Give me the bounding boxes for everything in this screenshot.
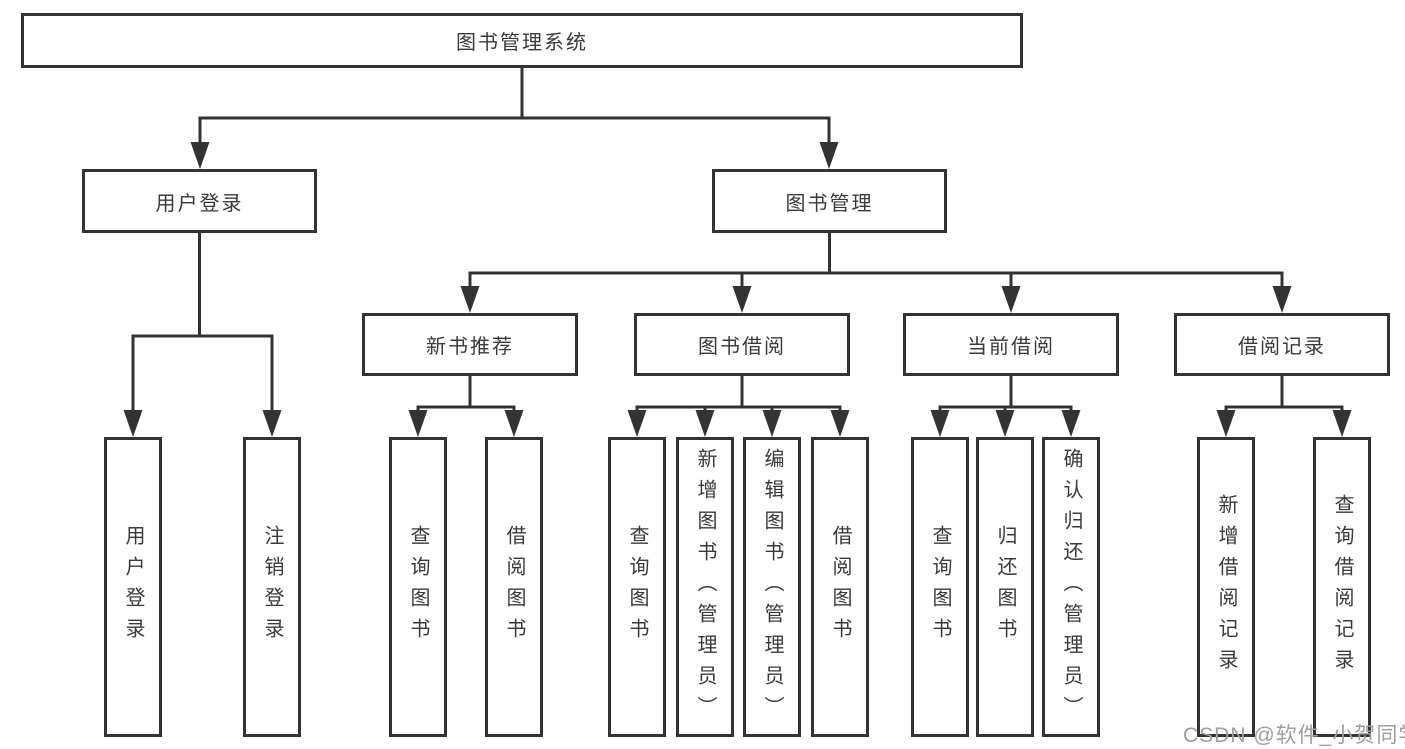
node-label: 当前借阅	[967, 336, 1055, 358]
node-new-book-recommendation: 新书推荐	[362, 313, 578, 376]
node-book-borrowing: 图书借阅	[634, 313, 850, 376]
connector-book-mgmt	[468, 232, 1284, 289]
leaf-borrow-books-newbook: 借阅图书	[485, 437, 543, 737]
node-book-management: 图书管理	[712, 169, 947, 233]
leaf-label: 查询借阅记录	[1331, 494, 1353, 680]
connector-root	[198, 68, 831, 145]
leaf-confirm-return-admin: 确认归还（管理员）	[1042, 437, 1100, 737]
leaf-label: 归还图书	[994, 525, 1016, 649]
leaf-label: 查询图书	[929, 525, 951, 649]
leaf-label: 查询图书	[407, 525, 429, 649]
node-user-login: 用户登录	[82, 169, 317, 233]
leaf-query-books-borrow: 查询图书	[608, 437, 666, 737]
node-label: 用户登录	[155, 192, 244, 215]
leaf-query-borrow-record: 查询借阅记录	[1313, 437, 1371, 737]
node-label: 图书管理	[785, 192, 874, 215]
csdn-watermark: CSDN @软件_小贺同学	[1183, 724, 1405, 747]
leaf-query-books-current: 查询图书	[911, 437, 969, 737]
leaf-label: 借阅图书	[503, 525, 525, 649]
leaf-query-books-newbook: 查询图书	[389, 437, 447, 737]
leaf-label: 新增图书（管理员）	[694, 447, 716, 727]
leaf-user-login: 用户登录	[104, 437, 162, 737]
node-current-borrowing: 当前借阅	[903, 313, 1119, 376]
leaf-logout: 注销登录	[243, 437, 301, 737]
arrowheads	[123, 142, 1352, 437]
node-label: 借阅记录	[1238, 336, 1326, 358]
leaf-borrow-books: 借阅图书	[811, 437, 869, 737]
leaf-label: 用户登录	[122, 525, 144, 649]
leaf-return-books: 归还图书	[976, 437, 1034, 737]
leaf-label: 查询图书	[626, 525, 648, 649]
node-root-system: 图书管理系统	[21, 13, 1023, 68]
connector-borrow-record	[1224, 376, 1344, 413]
leaf-add-books-admin: 新增图书（管理员）	[676, 437, 734, 737]
leaf-label: 新增借阅记录	[1215, 494, 1237, 680]
connector-book-borrow	[635, 376, 842, 413]
leaf-edit-books-admin: 编辑图书（管理员）	[743, 437, 801, 737]
connector-user-login	[131, 233, 274, 413]
leaf-label: 确认归还（管理员）	[1060, 447, 1082, 727]
connector-new-book	[416, 376, 516, 413]
node-borrowing-records: 借阅记录	[1174, 313, 1390, 376]
connector-current-borrow	[938, 376, 1073, 413]
node-label: 新书推荐	[426, 336, 514, 358]
leaf-label: 编辑图书（管理员）	[761, 447, 783, 727]
leaf-label: 借阅图书	[829, 525, 851, 649]
leaf-label: 注销登录	[261, 525, 283, 649]
node-label: 图书借阅	[698, 336, 786, 358]
node-label: 图书管理系统	[456, 32, 588, 54]
leaf-add-borrow-record: 新增借阅记录	[1197, 437, 1255, 737]
